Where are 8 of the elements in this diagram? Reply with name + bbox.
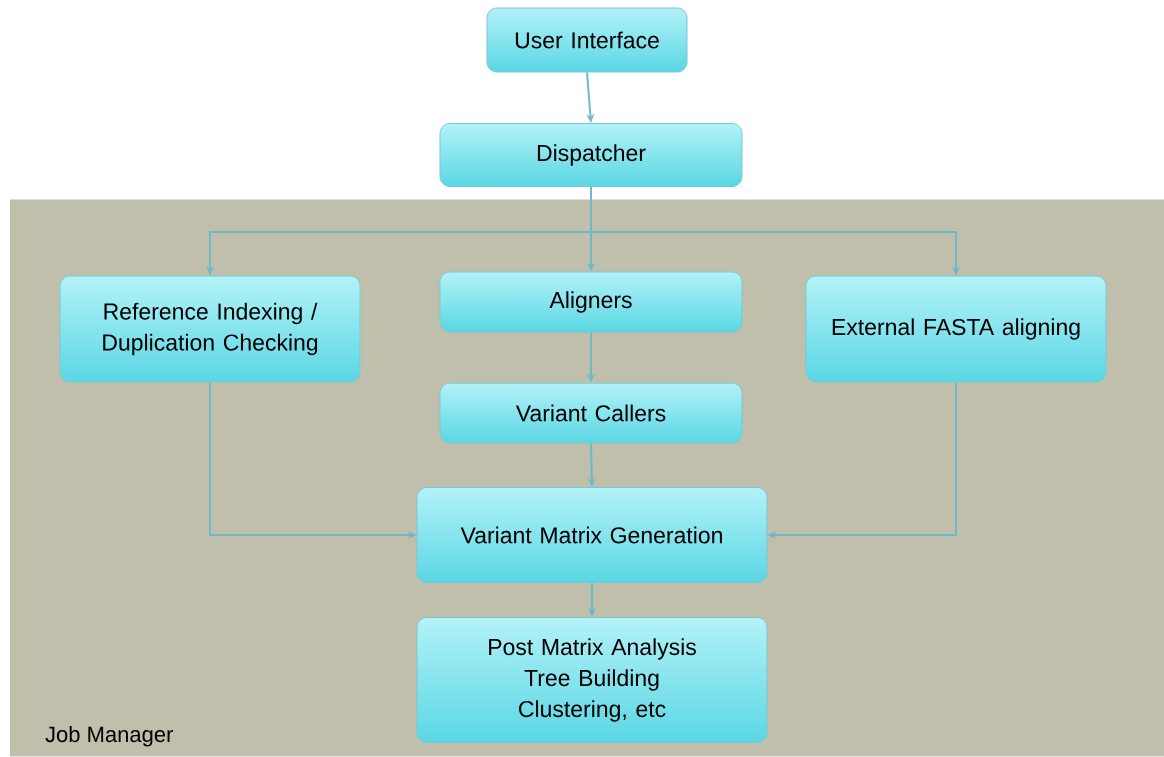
process-box: Dispatcher <box>439 123 743 187</box>
process-box: External FASTA aligning <box>805 275 1107 383</box>
process-box: Reference Indexing / Duplication Checking <box>59 275 361 383</box>
process-box: Variant Callers <box>439 382 743 444</box>
process-box: User Interface <box>486 7 688 73</box>
process-box: Post Matrix Analysis Tree Building Clustering, etc <box>416 617 768 743</box>
process-box: Variant Matrix Generation <box>416 487 768 583</box>
process-box: Aligners <box>439 271 743 333</box>
